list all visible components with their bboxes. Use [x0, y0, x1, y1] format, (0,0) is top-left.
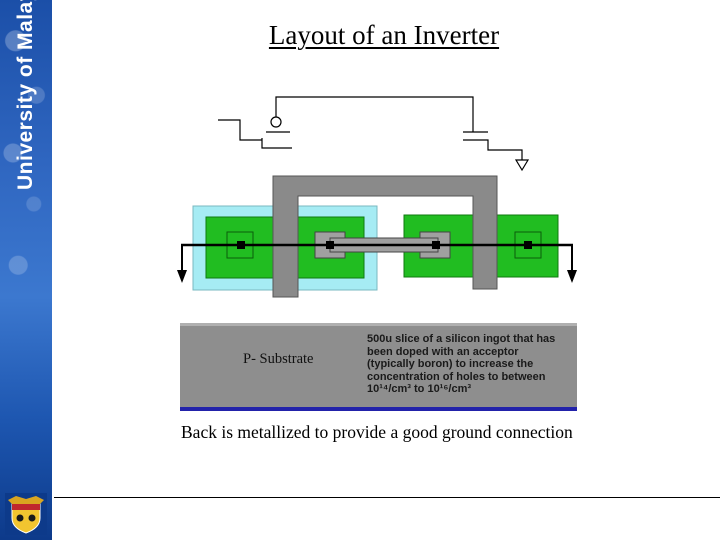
polysilicon-gate — [272, 175, 498, 298]
substrate-block — [180, 323, 577, 411]
ground-symbol — [514, 159, 530, 172]
output-net-wire — [275, 96, 474, 132]
slide-caption: Back is metallized to provide a good gro… — [181, 422, 573, 442]
substrate-label: P- Substrate — [243, 351, 314, 367]
sidebar-photo — [0, 0, 52, 340]
substrate-body — [180, 323, 577, 408]
pmos-gate — [261, 138, 292, 149]
left-arrow-icon — [177, 270, 187, 283]
substrate-top-edge — [180, 323, 577, 326]
footer-divider — [54, 497, 720, 498]
inverter-schematic — [218, 96, 530, 172]
university-crest-icon — [5, 493, 47, 535]
pmos-bubble — [270, 116, 282, 128]
right-arrow-icon — [567, 270, 577, 283]
slide-title: Layout of an Inverter — [268, 20, 500, 50]
input-wire — [218, 119, 262, 141]
metal-wiring — [177, 243, 577, 283]
substrate-back-metal — [180, 407, 577, 411]
layout-layers — [192, 175, 559, 298]
sidebar-banner: University of Malaya — [0, 0, 52, 540]
substrate-description: 500u slice of a silicon ingot that has b… — [367, 333, 556, 395]
ground-wire — [463, 139, 523, 160]
